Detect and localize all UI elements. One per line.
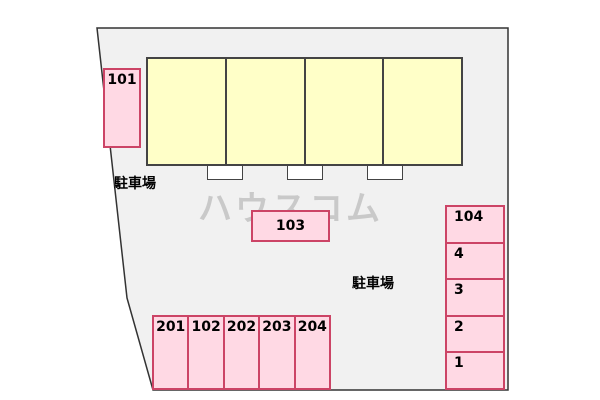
parking-stall-104: 104 (447, 207, 503, 242)
building (146, 57, 463, 166)
entrance-step (367, 165, 403, 180)
stall-label: 101 (107, 72, 137, 88)
parking-stall-3: 3 (447, 278, 503, 315)
area-label-right: 駐車場 (352, 276, 394, 292)
parking-stall-102: 102 (187, 317, 222, 388)
parking-stall-203: 203 (258, 317, 293, 388)
parking-stall-103: 103 (251, 210, 330, 242)
building-unit (148, 59, 227, 164)
parking-stall-101: 101 (103, 68, 141, 148)
stall-label: 3 (454, 282, 464, 299)
stall-label: 102 (191, 319, 221, 335)
stall-label: 201 (156, 319, 186, 335)
stall-label: 104 (454, 209, 484, 225)
entrance-step (207, 165, 243, 180)
parking-stall-1: 1 (447, 351, 503, 388)
parking-stall-202: 202 (222, 317, 258, 388)
stall-label: 202 (226, 319, 257, 335)
stall-label: 4 (454, 245, 464, 262)
stall-label: 203 (262, 319, 292, 335)
bottom-stall-row: 201 102 202 203 204 (152, 315, 331, 390)
area-label-left: 駐車場 (114, 176, 156, 192)
right-stall-column: 104 4 3 2 1 (445, 205, 505, 390)
stall-label: 2 (454, 318, 464, 335)
parking-stall-2: 2 (447, 314, 503, 352)
building-unit (227, 59, 306, 164)
building-unit (306, 59, 385, 164)
parking-stall-4: 4 (447, 241, 503, 279)
building-unit (384, 59, 461, 164)
parking-stall-201: 201 (154, 317, 187, 388)
stall-label: 204 (297, 319, 327, 335)
entrance-step (287, 165, 323, 180)
stall-label: 103 (275, 218, 306, 234)
parking-stall-204: 204 (293, 317, 329, 388)
stall-label: 1 (454, 355, 464, 372)
